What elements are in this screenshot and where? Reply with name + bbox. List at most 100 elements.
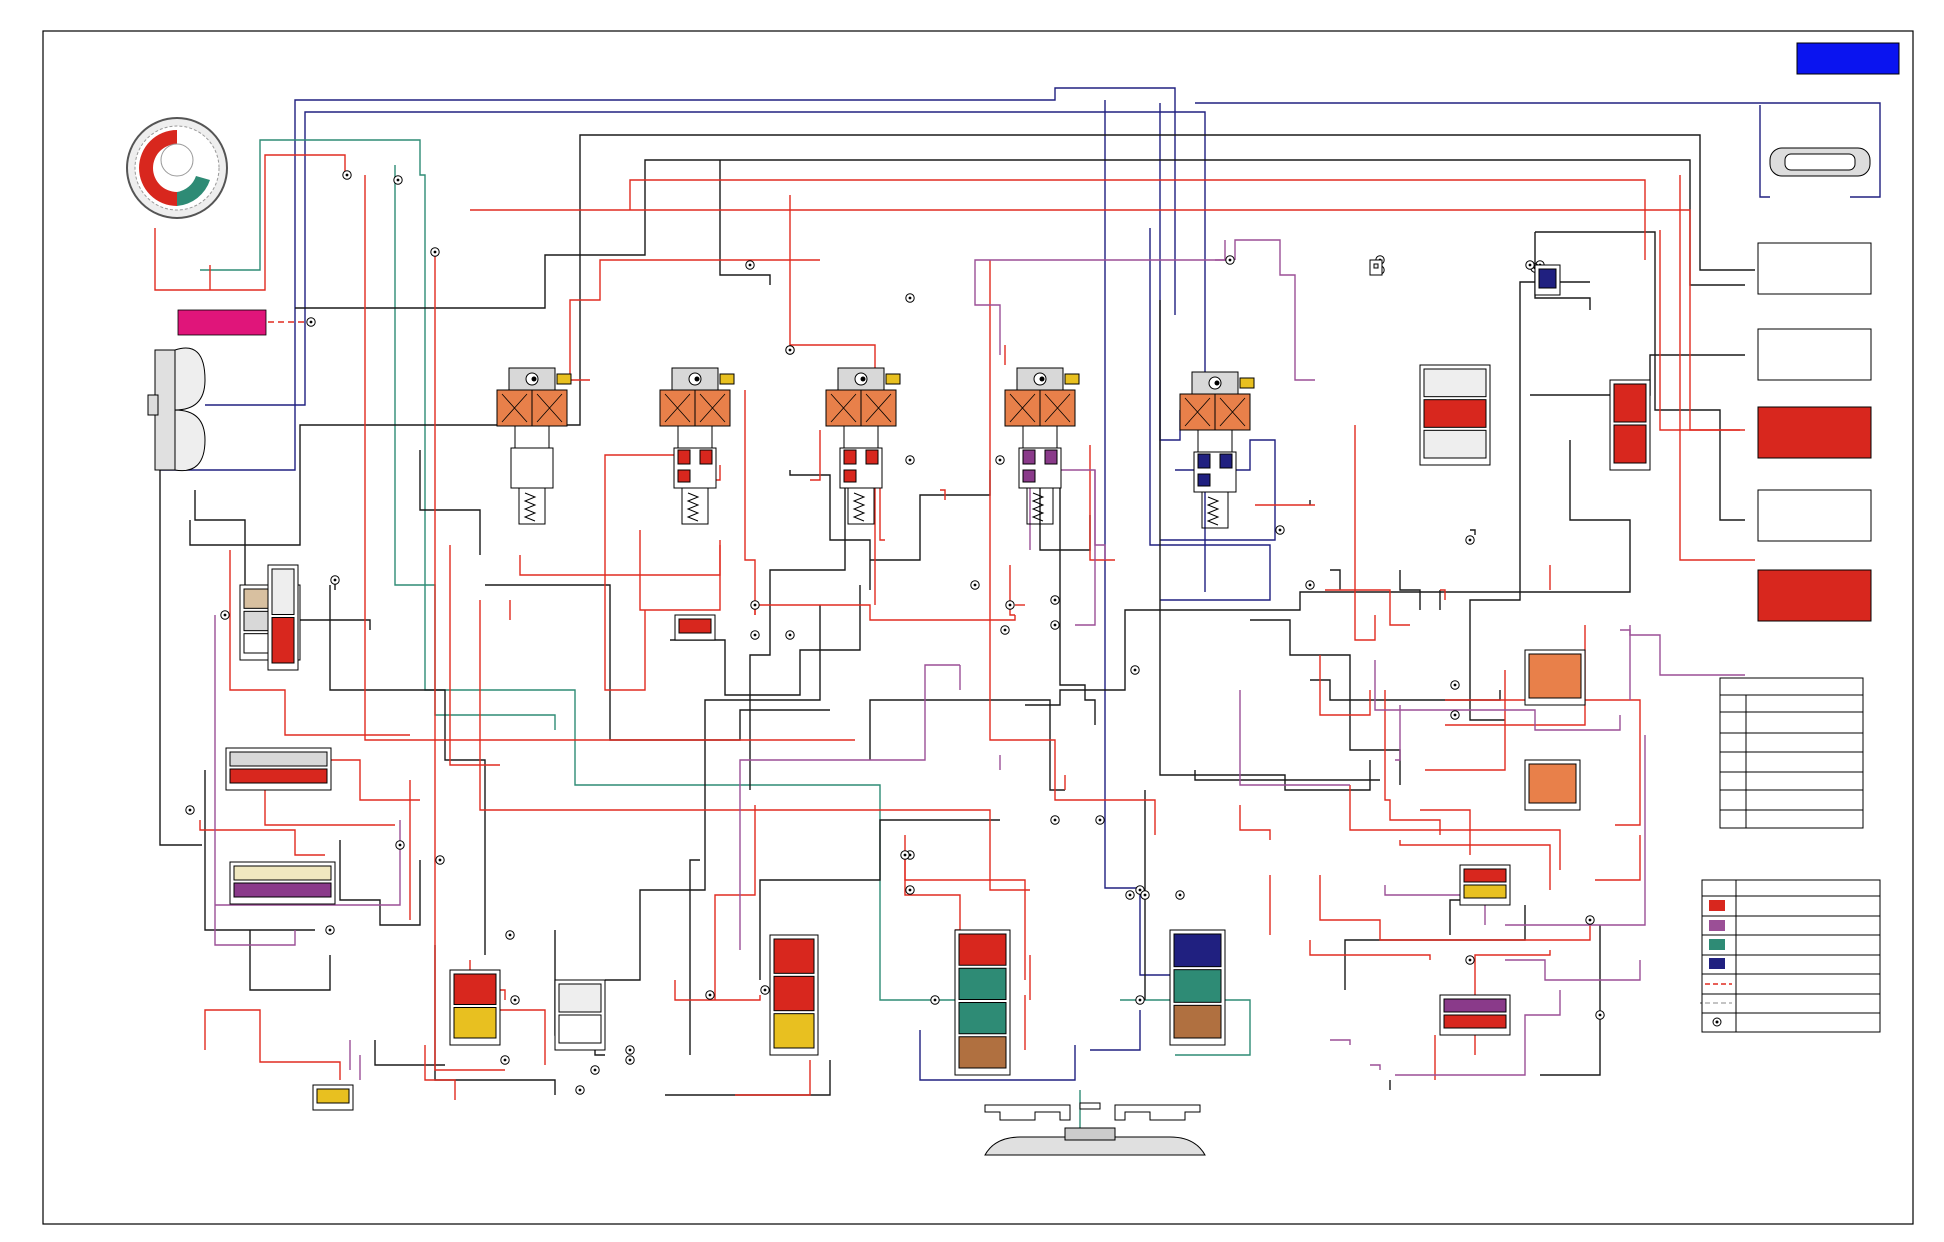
connection-dot-center bbox=[328, 928, 332, 932]
connection-dot-center bbox=[753, 633, 757, 637]
connection-dot-center bbox=[628, 1058, 632, 1062]
valve-spool-land bbox=[958, 967, 1007, 1000]
solenoid-valve-2 bbox=[659, 367, 735, 525]
spring-housing bbox=[1026, 487, 1054, 525]
valve-right-lower-2 bbox=[1439, 994, 1511, 1036]
valve-body-upper bbox=[514, 425, 550, 449]
valve-bottom-left-1 bbox=[449, 969, 501, 1046]
valve-left-lower bbox=[229, 861, 336, 905]
valve-spool-land bbox=[229, 751, 328, 767]
valve-bottom-center-1 bbox=[769, 934, 819, 1056]
diagram-frame bbox=[42, 30, 1914, 1225]
valve-spool-land bbox=[453, 973, 497, 1005]
green-lines bbox=[200, 139, 1251, 1130]
valve-land bbox=[1044, 449, 1058, 465]
connection-dot-center bbox=[398, 843, 402, 847]
connection-dot-center bbox=[1003, 628, 1007, 632]
connection-dot-center bbox=[1308, 583, 1312, 587]
title-badge bbox=[1796, 42, 1900, 75]
valve-spool-land bbox=[558, 1014, 602, 1044]
side-box-3 bbox=[1757, 406, 1872, 459]
connection-dot-center bbox=[593, 1068, 597, 1072]
valve-left-mid bbox=[225, 747, 332, 791]
connection-dot-center bbox=[708, 993, 712, 997]
connection-dot-center bbox=[333, 578, 337, 582]
connection-dot-center bbox=[1468, 538, 1472, 542]
valve-bottom-center-2 bbox=[954, 929, 1011, 1076]
connection-dot-center bbox=[908, 458, 912, 462]
valve-bottom-center-3 bbox=[1169, 929, 1226, 1046]
valve-bodies bbox=[225, 259, 1651, 1111]
valve-body-lower bbox=[510, 447, 554, 489]
spring-housing bbox=[681, 487, 709, 525]
valve-bottom-left-2 bbox=[554, 979, 606, 1051]
navy-lines bbox=[160, 87, 1881, 1081]
connection-dot-center bbox=[1138, 998, 1142, 1002]
connection-dot-center bbox=[188, 808, 192, 812]
bleed-screw-icon bbox=[1369, 259, 1383, 276]
connection-dot-center bbox=[753, 603, 757, 607]
connection-dot-center bbox=[1133, 668, 1137, 672]
solenoid-terminal-pin bbox=[531, 376, 537, 382]
spring-icon bbox=[852, 492, 866, 522]
spring-icon bbox=[1206, 496, 1220, 526]
valve-spool-land bbox=[233, 882, 332, 898]
connection-dot-center bbox=[1528, 263, 1532, 267]
hydraulic-lines bbox=[154, 87, 1881, 1130]
connection-dot-center bbox=[998, 458, 1002, 462]
valve-body-upper bbox=[1022, 425, 1058, 449]
connection-dot-center bbox=[578, 1088, 582, 1092]
connection-dot-center bbox=[1128, 893, 1132, 897]
connection-dot-center bbox=[1453, 713, 1457, 717]
valve-spool-land bbox=[958, 1036, 1007, 1069]
valve-spool-land bbox=[1173, 1004, 1222, 1039]
spring-housing bbox=[518, 487, 546, 525]
valve-spool-land bbox=[1423, 368, 1487, 398]
side-box-1 bbox=[1757, 242, 1872, 295]
valve-right-column bbox=[1419, 364, 1491, 466]
valve-spool-land bbox=[229, 768, 328, 784]
valve-spool-land bbox=[1463, 868, 1507, 883]
connection-dot-center bbox=[513, 998, 517, 1002]
valve-land bbox=[1197, 473, 1211, 487]
valve-spool-land bbox=[773, 1013, 815, 1049]
valve-spool-land bbox=[271, 568, 295, 615]
connector-plug-icon bbox=[1239, 377, 1255, 389]
valve-spool-land bbox=[1613, 424, 1647, 464]
legend-swatch-navy bbox=[1709, 958, 1725, 969]
legend-swatch-purple bbox=[1709, 920, 1725, 931]
connection-dot-center bbox=[396, 178, 400, 182]
side-box-5 bbox=[1757, 569, 1872, 622]
connection-dot-center bbox=[1143, 893, 1147, 897]
connection-dot-center bbox=[508, 933, 512, 937]
side-box-4 bbox=[1757, 489, 1872, 542]
connection-dot-center bbox=[223, 613, 227, 617]
valve-spool-land bbox=[1173, 969, 1222, 1003]
connector-plug-icon bbox=[1064, 373, 1080, 385]
valve-right-small bbox=[1609, 379, 1651, 471]
valve-spool-land bbox=[316, 1088, 350, 1104]
valve-body-upper bbox=[677, 425, 713, 449]
connection-dot-center bbox=[1588, 918, 1592, 922]
side-boxes bbox=[1757, 242, 1872, 622]
connection-dot-center bbox=[309, 320, 313, 324]
solenoid-valve-3 bbox=[825, 367, 901, 525]
connection-dot-center bbox=[1098, 818, 1102, 822]
valve-land bbox=[843, 449, 857, 465]
legend-swatch-red bbox=[1709, 900, 1725, 911]
coil-winding bbox=[664, 393, 726, 423]
valve-land bbox=[1197, 453, 1211, 469]
valve-spool-land bbox=[678, 618, 712, 634]
valve-spool-land bbox=[958, 1002, 1007, 1035]
valve-spool-land bbox=[773, 975, 815, 1012]
valve-land bbox=[843, 469, 857, 483]
valve-land bbox=[677, 449, 691, 465]
spring-icon bbox=[686, 492, 700, 522]
valve-spool-land bbox=[1173, 933, 1222, 968]
valve-spool-land bbox=[1463, 884, 1507, 899]
connection-dot-center bbox=[933, 998, 937, 1002]
connection-dot-center bbox=[973, 583, 977, 587]
connection-dot-center bbox=[438, 858, 442, 862]
check-valve-top-right bbox=[1534, 264, 1561, 296]
